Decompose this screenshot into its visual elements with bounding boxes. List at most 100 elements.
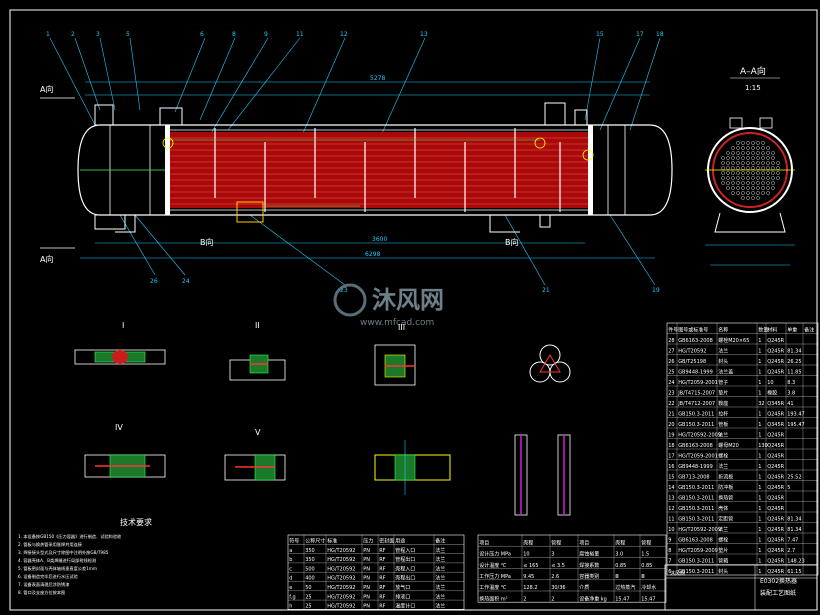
- table-cell: b: [289, 557, 292, 563]
- table-cell: h: [289, 604, 292, 610]
- table-cell: HG/T20592: [327, 566, 355, 572]
- tube-pitch-detail: [529, 344, 571, 383]
- table-cell: 螺栓M20×65: [718, 337, 749, 344]
- table-cell: 螺栓: [718, 453, 728, 460]
- table-cell: 定距管: [718, 516, 733, 523]
- table-cell: 工作压力 MPa: [479, 573, 511, 580]
- watermark-main: 沐风网: [372, 286, 444, 314]
- table-cell: 温度计口: [395, 603, 415, 610]
- table-cell: 管箱: [718, 558, 728, 565]
- table-cell: 16: [668, 464, 674, 470]
- table-cell: 管程出口: [395, 556, 415, 563]
- table-cell: 130: [758, 443, 768, 449]
- table-cell: 1: [758, 349, 761, 355]
- table-cell: RF: [379, 548, 385, 554]
- table-cell: 7: [668, 559, 671, 565]
- table-cell: 26: [668, 359, 674, 365]
- technical-requirements: 技术要求 1. 本设备按GB150《压力容器》进行制造、试验和验收 2. 管板与…: [18, 517, 152, 596]
- section-title: A–A向: [740, 65, 766, 77]
- table-cell: 2: [523, 596, 526, 602]
- table-cell: Q245R: [767, 454, 784, 460]
- nozzles-top: [94, 102, 588, 126]
- table-cell: Q245R: [767, 506, 784, 512]
- table-cell: f,g: [289, 594, 296, 600]
- table-header-cell: 壳程: [523, 539, 533, 546]
- table-cell: 21: [668, 412, 674, 418]
- view-b-label-right: B向: [505, 237, 519, 247]
- reference-lines: [170, 139, 540, 207]
- drawing-number: E0302换热器: [760, 577, 797, 585]
- table-cell: PN: [363, 548, 370, 554]
- table-cell: 0.85: [615, 563, 626, 569]
- callout-5: 5: [126, 31, 130, 38]
- callout-2: 2: [71, 31, 75, 38]
- table-cell: 7.47: [787, 538, 798, 544]
- table-cell: HG/T20592: [327, 594, 355, 600]
- table-cell: 15: [668, 475, 674, 481]
- table-cell: 61.15: [787, 569, 801, 575]
- table-cell: 设计压力 MPa: [479, 551, 511, 558]
- table-cell: 法兰: [718, 432, 728, 439]
- table-cell: RF: [379, 566, 385, 572]
- table-cell: Q245R: [767, 359, 784, 365]
- table-cell: GB6163-2008: [678, 338, 713, 344]
- table-cell: 法兰: [435, 575, 445, 582]
- table-cell: 81.34: [787, 527, 801, 533]
- table-cell: 1: [758, 538, 761, 544]
- callout-9: 9: [264, 31, 268, 38]
- table-cell: 1: [758, 464, 761, 470]
- table-cell: 128.2: [523, 585, 537, 591]
- callout-17: 17: [636, 31, 644, 38]
- table-header-cell: 项目: [479, 540, 489, 546]
- table-cell: Q245R: [767, 412, 784, 418]
- table-cell: RF: [379, 594, 385, 600]
- table-cell: 19: [668, 433, 674, 439]
- table-cell: 10: [523, 552, 529, 558]
- table-cell: 拉杆: [718, 411, 728, 418]
- dim-support-span: 3600: [372, 236, 387, 243]
- table-cell: Ⅲ: [641, 574, 644, 580]
- table-cell: Q345R: [767, 401, 784, 407]
- view-b-label-left: B向: [200, 237, 214, 247]
- callout-11: 11: [296, 31, 304, 38]
- table-cell: 11: [668, 517, 674, 523]
- tube-hole-pattern: [721, 141, 780, 200]
- table-cell: Q245R: [767, 569, 784, 575]
- table-cell: PN: [363, 594, 370, 600]
- table-cell: GB150.3-2011: [678, 496, 714, 502]
- table-cell: RF: [379, 585, 385, 591]
- table-cell: RF: [379, 557, 385, 563]
- table-cell: 27: [668, 349, 674, 355]
- table-header-cell: 公称尺寸: [305, 538, 325, 545]
- table-cell: PN: [363, 566, 370, 572]
- table-cell: HG/T20592-2009: [678, 527, 721, 533]
- table-cell: 螺母M20: [718, 442, 739, 449]
- table-cell: 容器类别: [579, 573, 599, 580]
- table-cell: GB/T25198: [678, 359, 706, 365]
- table-cell: 5: [787, 485, 790, 491]
- table-cell: 壳程出口: [395, 575, 415, 582]
- callout-12: 12: [340, 31, 348, 38]
- table-cell: 25.52: [787, 475, 801, 481]
- table-cell: 18: [668, 443, 674, 449]
- table-cell: 1: [758, 527, 761, 533]
- table-cell: 350: [305, 557, 315, 563]
- table-cell: 法兰盖: [718, 369, 733, 376]
- title-block: E0302换热器 装配工艺图纸 沐风网: [664, 564, 818, 611]
- table-cell: HG/T2059-2009: [678, 548, 718, 554]
- company-name: 沐风网: [670, 570, 685, 577]
- table-cell: 1: [758, 506, 761, 512]
- table-header-cell: 数量: [758, 327, 768, 334]
- table-cell: 2: [551, 596, 554, 602]
- table-header-cell: 备注: [804, 327, 814, 334]
- table-cell: 1: [758, 454, 761, 460]
- table-cell: 1: [758, 433, 761, 439]
- table-cell: HG/T20592: [678, 349, 706, 355]
- table-cell: 1: [758, 569, 761, 575]
- table-cell: 1: [758, 548, 761, 554]
- tech-req-line: 1. 本设备按GB150《压力容器》进行制造、试验和验收: [18, 533, 122, 540]
- table-cell: 折流板: [718, 474, 733, 481]
- table-cell: 橡胶: [767, 390, 777, 397]
